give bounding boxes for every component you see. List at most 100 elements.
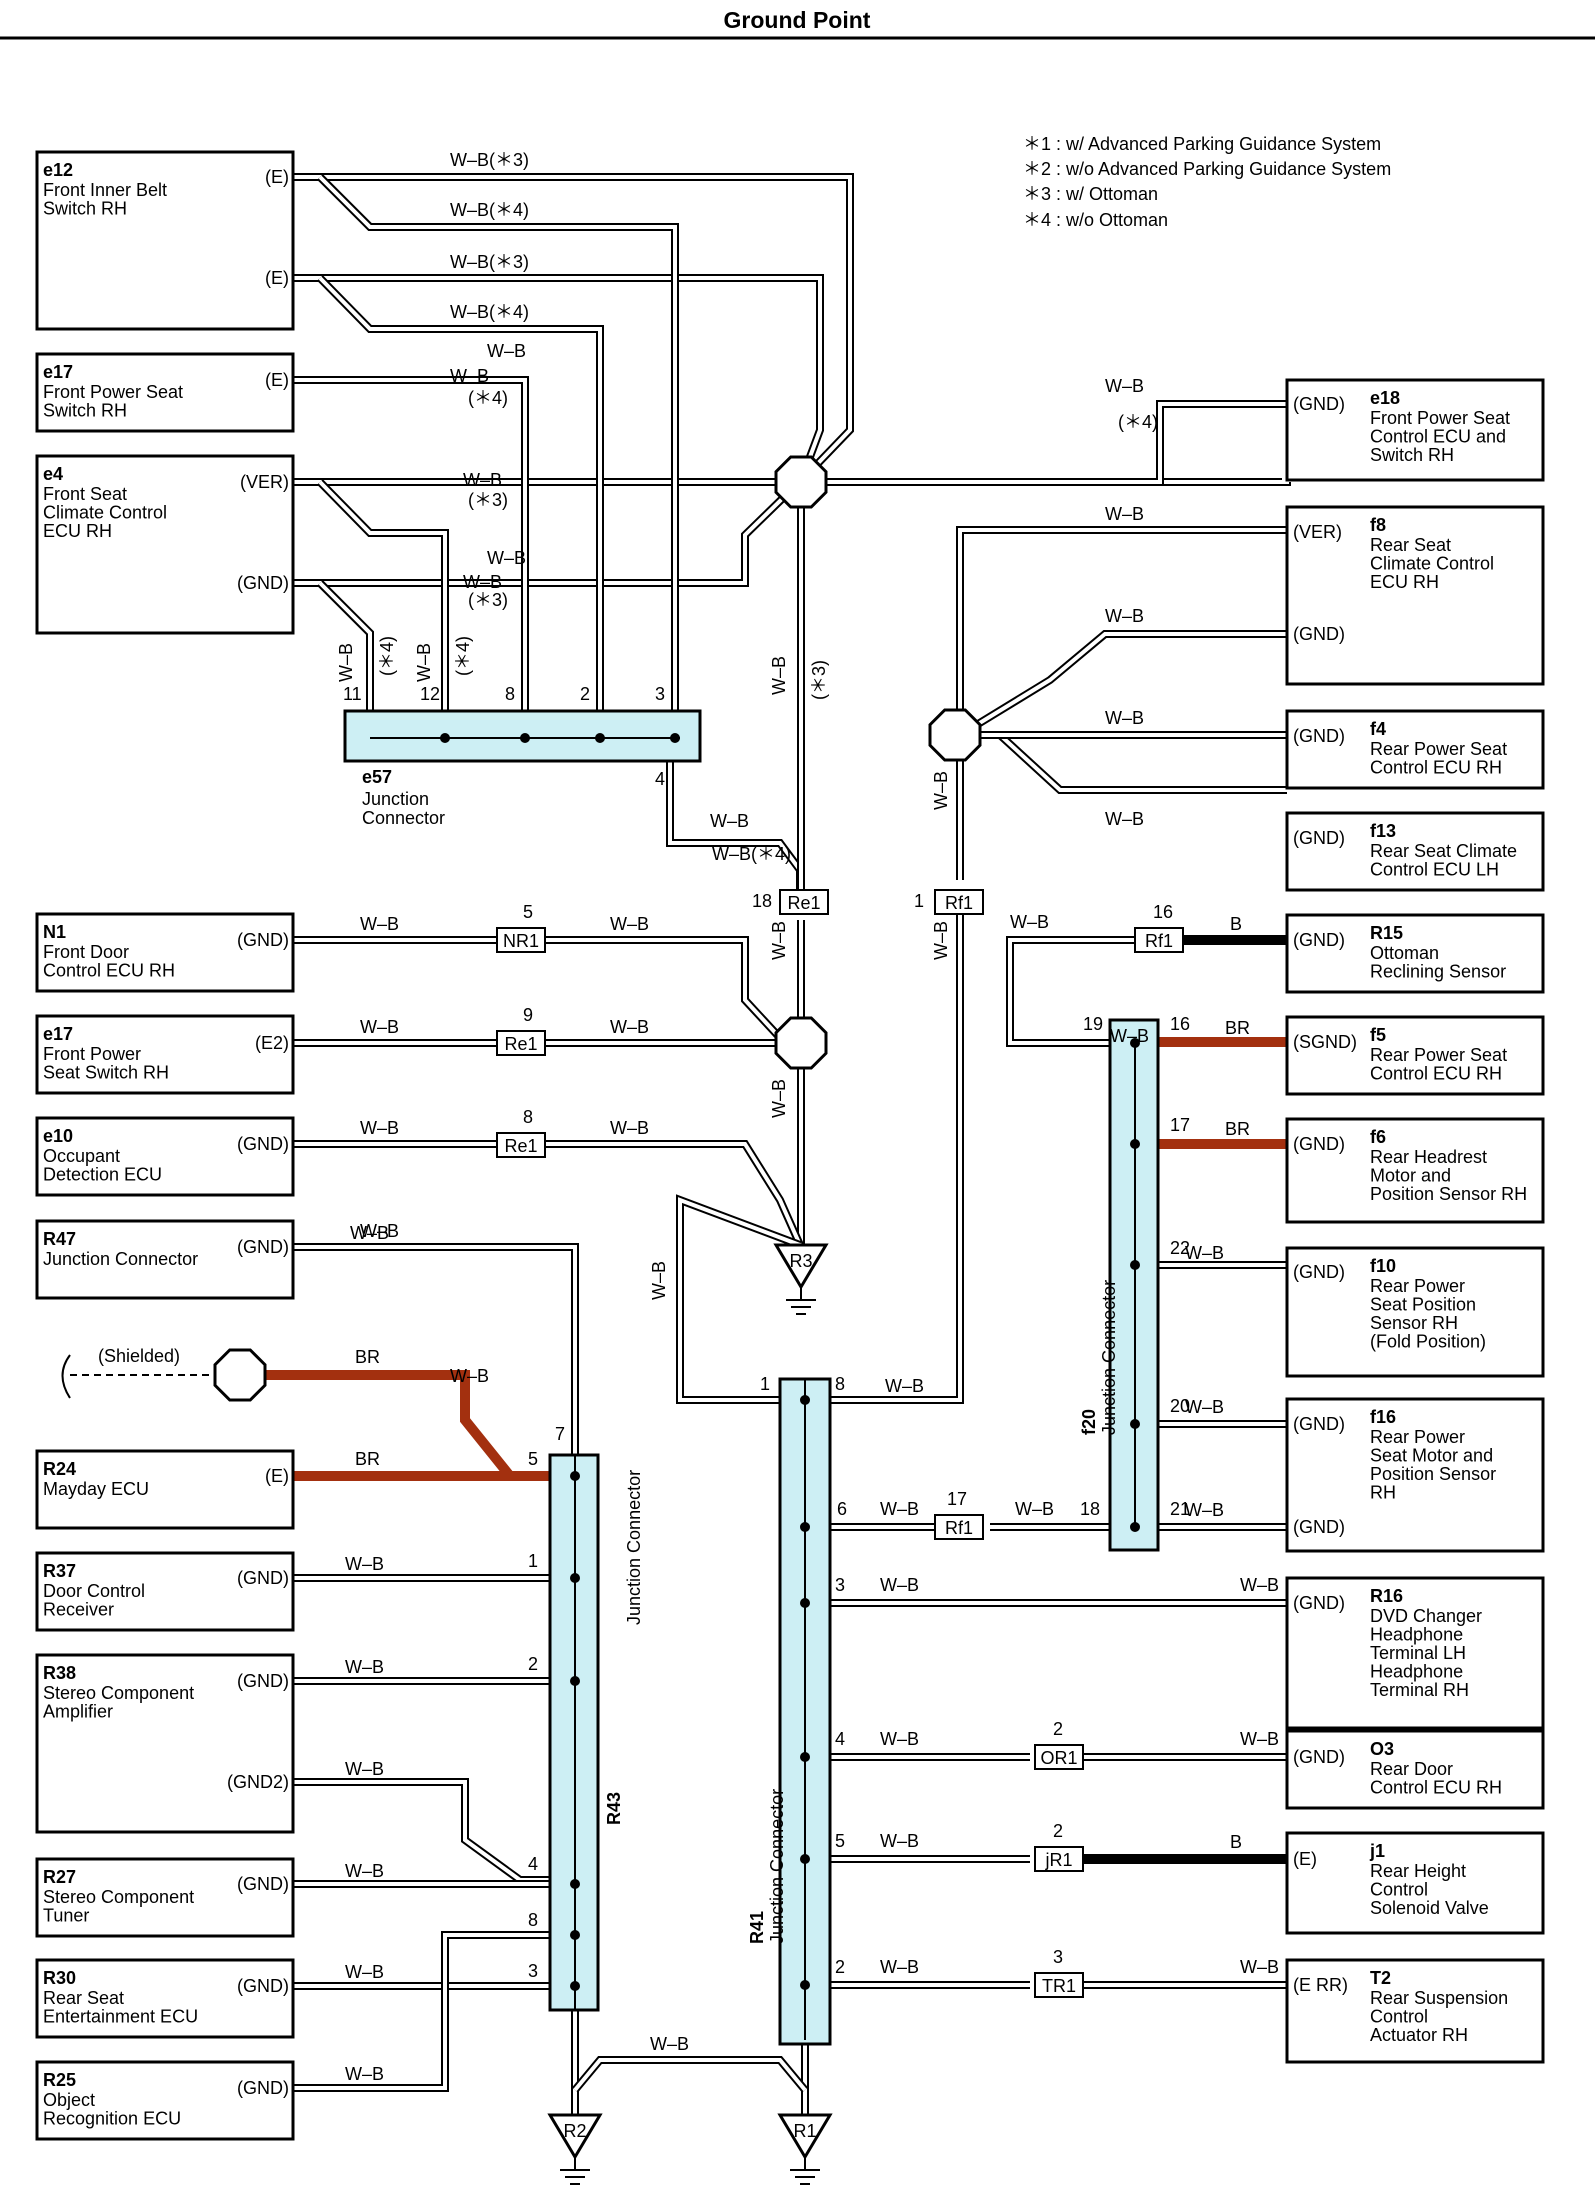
component-code: R24 bbox=[43, 1459, 76, 1479]
component-name: Switch RH bbox=[1370, 445, 1454, 465]
component-name: Switch RH bbox=[43, 199, 127, 219]
wire-r47-r43 bbox=[293, 1243, 579, 1455]
wire-wb-core bbox=[820, 404, 1289, 484]
component-name: Seat Position bbox=[1370, 1295, 1476, 1315]
wire-color-label-vertical: W–B bbox=[769, 656, 789, 695]
component-name: Front Power Seat bbox=[1370, 408, 1510, 428]
component-name: Front Door bbox=[43, 942, 129, 962]
pin-label: (GND) bbox=[1293, 1262, 1345, 1282]
component-name: Rear Power bbox=[1370, 1276, 1465, 1296]
component-code: R38 bbox=[43, 1663, 76, 1683]
connector-body bbox=[1034, 1846, 1084, 1872]
wires-layer bbox=[265, 173, 1292, 2115]
component-name: Switch RH bbox=[43, 401, 127, 421]
junction-dot bbox=[800, 1752, 810, 1762]
pin-number: 18 bbox=[1080, 1499, 1100, 1519]
pin-number: 17 bbox=[1170, 1115, 1190, 1135]
component-code: f13 bbox=[1370, 821, 1396, 841]
pin-label: (VER) bbox=[240, 472, 289, 492]
pin-number: 9 bbox=[523, 1005, 533, 1025]
component-box bbox=[1285, 1729, 1545, 1810]
wire-color-label: W–B bbox=[650, 2034, 689, 2054]
component-code: j1 bbox=[1369, 1841, 1385, 1861]
junction-dot bbox=[800, 1598, 810, 1608]
component-name: Rear Suspension bbox=[1370, 1988, 1508, 2008]
connector-Rf1: Rf1 bbox=[934, 889, 984, 915]
connector-Re1: Re1 bbox=[779, 889, 829, 915]
component-name: Tuner bbox=[43, 1906, 89, 1926]
pin-number: 19 bbox=[1083, 1014, 1103, 1034]
pin-number: 2 bbox=[580, 684, 590, 704]
pin-label: (GND) bbox=[237, 2078, 289, 2098]
junction-dot bbox=[595, 733, 605, 743]
pin-number: 3 bbox=[528, 1961, 538, 1981]
component-box bbox=[1285, 1246, 1545, 1378]
pin-number: 7 bbox=[555, 1424, 565, 1444]
component-box bbox=[1285, 1576, 1545, 1730]
junction-dot bbox=[1130, 1139, 1140, 1149]
pin-number: 1 bbox=[914, 891, 924, 911]
component-box bbox=[1285, 505, 1545, 686]
wire-wb-core bbox=[1008, 938, 1150, 1045]
component-box bbox=[35, 1449, 295, 1530]
page-title: Ground Point bbox=[724, 7, 871, 33]
junction-dot bbox=[570, 1879, 580, 1889]
component-code: e4 bbox=[43, 464, 63, 484]
component-code: R37 bbox=[43, 1561, 76, 1581]
component-name: Control ECU LH bbox=[1370, 860, 1499, 880]
junction-code: f20 bbox=[1079, 1409, 1099, 1435]
connector-OR1: OR1 bbox=[1034, 1744, 1084, 1770]
component-name: DVD Changer bbox=[1370, 1606, 1482, 1626]
component-box bbox=[1285, 378, 1545, 482]
component-code: f16 bbox=[1370, 1407, 1396, 1427]
component-code: f8 bbox=[1370, 515, 1386, 535]
junction-name: Junction Connector bbox=[624, 1470, 644, 1625]
pin-label: (GND) bbox=[1293, 828, 1345, 848]
pin-label: (VER) bbox=[1293, 522, 1342, 542]
junction-dot bbox=[570, 1573, 580, 1583]
component-code: e18 bbox=[1370, 388, 1400, 408]
ground-R1: R1 bbox=[777, 2113, 833, 2185]
component-name: Control ECU RH bbox=[1370, 1064, 1502, 1084]
pin-number: 20 bbox=[1170, 1396, 1190, 1416]
pin-number: 2 bbox=[1053, 1821, 1063, 1841]
component-name: Rear Power bbox=[1370, 1427, 1465, 1447]
component-name: Rear Height bbox=[1370, 1861, 1466, 1881]
component-name: Rear Seat bbox=[43, 1988, 124, 2008]
ground-R3: R3 bbox=[773, 1243, 829, 1315]
wire-note-vertical: (＊4) bbox=[453, 636, 473, 676]
connector-Re1: Re1 bbox=[496, 1132, 546, 1158]
junction-name: Junction Connector bbox=[1099, 1280, 1119, 1435]
component-name: Position Sensor bbox=[1370, 1464, 1496, 1484]
component-name: (Fold Position) bbox=[1370, 1332, 1486, 1352]
pin-number: 16 bbox=[1170, 1014, 1190, 1034]
component-code: N1 bbox=[43, 922, 66, 942]
wire-color-label: W–B bbox=[1105, 376, 1144, 396]
pin-label: (GND) bbox=[1293, 1593, 1345, 1613]
wire-wb-core bbox=[293, 1780, 550, 1882]
component-code: R30 bbox=[43, 1968, 76, 1988]
component-code: R47 bbox=[43, 1229, 76, 1249]
ground-symbol bbox=[777, 2113, 833, 2160]
junction-code: R41 bbox=[747, 1911, 767, 1944]
wire-color-label: W–B bbox=[1105, 809, 1144, 829]
component-name: ECU RH bbox=[43, 521, 112, 541]
pin-label: (E2) bbox=[255, 1033, 289, 1053]
junction-dot bbox=[800, 1395, 810, 1405]
component-name: Climate Control bbox=[1370, 554, 1494, 574]
wire-color-label-vertical: W–B bbox=[769, 921, 789, 960]
wire-wb-core bbox=[318, 480, 447, 735]
connector-code: Re1 bbox=[504, 1034, 537, 1054]
pin-label: (GND) bbox=[237, 1976, 289, 1996]
component-name: Headphone bbox=[1370, 1662, 1463, 1682]
connector-TR1: TR1 bbox=[1034, 1972, 1084, 1998]
